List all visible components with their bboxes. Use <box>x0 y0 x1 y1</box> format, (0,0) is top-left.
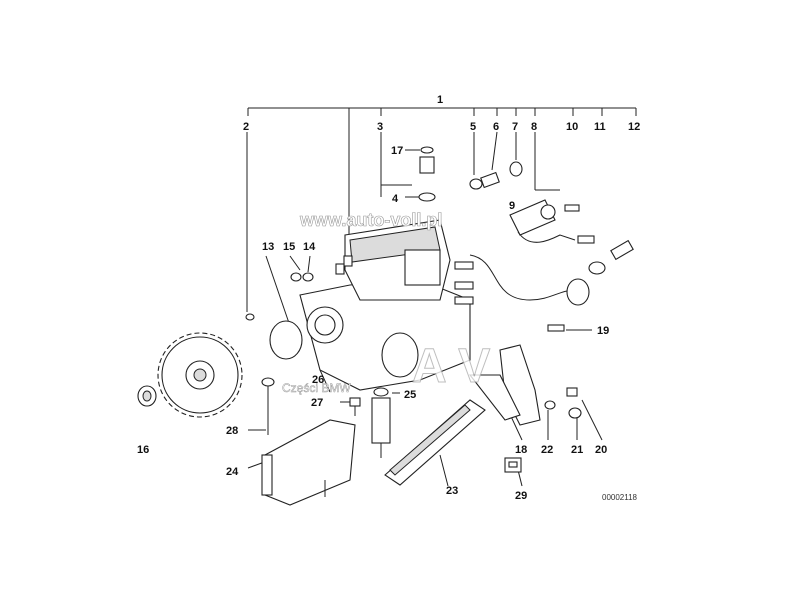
harness-part <box>469 199 634 306</box>
callout-5: 5 <box>470 121 476 133</box>
callout-7: 7 <box>512 121 518 133</box>
callout-13: 13 <box>262 241 274 253</box>
brand-watermark: A V <box>412 340 490 393</box>
o-ring-part <box>245 272 314 360</box>
callout-10: 10 <box>566 121 578 133</box>
callout-17: 17 <box>391 145 403 157</box>
support-part <box>384 399 486 486</box>
diagram-code: 00002118 <box>602 493 638 502</box>
clip-part <box>504 457 522 473</box>
callout-29: 29 <box>515 490 527 502</box>
leader-lines <box>246 131 603 487</box>
callout-6: 6 <box>493 121 499 133</box>
callout-28: 28 <box>226 425 238 437</box>
callout-2: 2 <box>243 121 249 133</box>
bracket-part <box>468 324 582 426</box>
callout-25: 25 <box>404 389 416 401</box>
callout-8: 8 <box>531 121 537 133</box>
stud-part <box>349 387 391 458</box>
callout-3: 3 <box>377 121 383 133</box>
callout-26: 26 <box>312 374 324 386</box>
callout-9: 9 <box>509 200 515 212</box>
callout-16: 16 <box>137 444 149 456</box>
callout-19: 19 <box>597 325 609 337</box>
bolt-part <box>261 377 356 506</box>
callout-20: 20 <box>595 444 607 456</box>
callout-15: 15 <box>283 241 295 253</box>
callout-12: 12 <box>628 121 640 133</box>
callout-22: 22 <box>541 444 553 456</box>
fittings-part <box>418 146 523 202</box>
callout-24: 24 <box>226 466 239 478</box>
callout-4: 4 <box>392 193 399 205</box>
callout-1: 1 <box>437 94 443 106</box>
callout-18: 18 <box>515 444 527 456</box>
callout-27: 27 <box>311 397 323 409</box>
callout-23: 23 <box>446 485 458 497</box>
callout-bracket <box>247 107 637 240</box>
site-watermark: www.auto-voll.pl <box>299 210 442 230</box>
sprocket-part <box>137 332 243 418</box>
injection-pump-body <box>299 219 474 391</box>
parts-watermark: Części BMW <box>282 381 351 395</box>
callout-11: 11 <box>594 121 606 133</box>
callout-14: 14 <box>303 241 316 253</box>
callout-21: 21 <box>571 444 583 456</box>
